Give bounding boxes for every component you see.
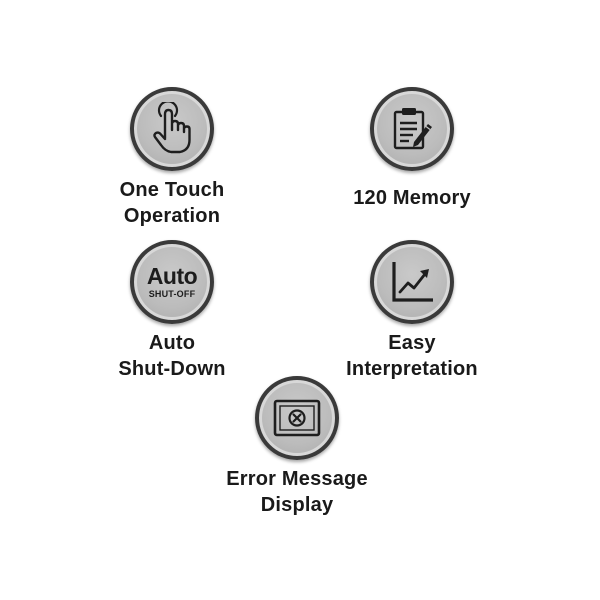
auto-shutdown-label: Auto Shut-Down [118, 330, 225, 382]
one-touch-label-line1: One Touch [119, 179, 225, 201]
one-touch-label: One Touch Operation [120, 177, 225, 229]
feature-one-touch-operation: One Touch Operation [62, 87, 282, 229]
auto-shutdown-label-line2: Shut-Down [118, 358, 226, 380]
interpretation-label-line1: Easy [388, 332, 436, 354]
auto-shutdown-label-line1: Auto [148, 332, 196, 354]
feature-120-memory: 120 Memory [302, 87, 522, 211]
error-display-label: Error Message Display [226, 466, 368, 518]
auto-badge-small-text: SHUT-OFF [148, 289, 196, 299]
error-screen-icon [273, 399, 321, 437]
memory-label-line1: 120 Memory [353, 187, 471, 209]
error-display-badge [255, 376, 339, 460]
rising-chart-icon [392, 262, 433, 302]
memory-label: 120 Memory [353, 185, 471, 211]
auto-badge-big-text: Auto [146, 263, 198, 289]
memory-badge [370, 87, 454, 171]
one-touch-badge [130, 87, 214, 171]
interpretation-label: Easy Interpretation [346, 330, 478, 382]
interpretation-badge [370, 240, 454, 324]
error-display-label-line1: Error Message [226, 468, 368, 490]
one-touch-label-line2: Operation [123, 205, 221, 227]
clipboard-pencil-icon [393, 108, 432, 150]
auto-shutoff-badge-text: Auto SHUT-OFF [146, 263, 198, 299]
feature-auto-shut-down: Auto SHUT-OFF Auto Shut-Down [62, 240, 282, 382]
finger-touch-icon [153, 102, 191, 154]
interpretation-label-line2: Interpretation [346, 358, 478, 380]
auto-shutoff-badge: Auto SHUT-OFF [130, 240, 214, 324]
error-display-label-line2: Display [260, 494, 334, 516]
feature-error-message-display: Error Message Display [187, 376, 407, 518]
feature-easy-interpretation: Easy Interpretation [302, 240, 522, 382]
